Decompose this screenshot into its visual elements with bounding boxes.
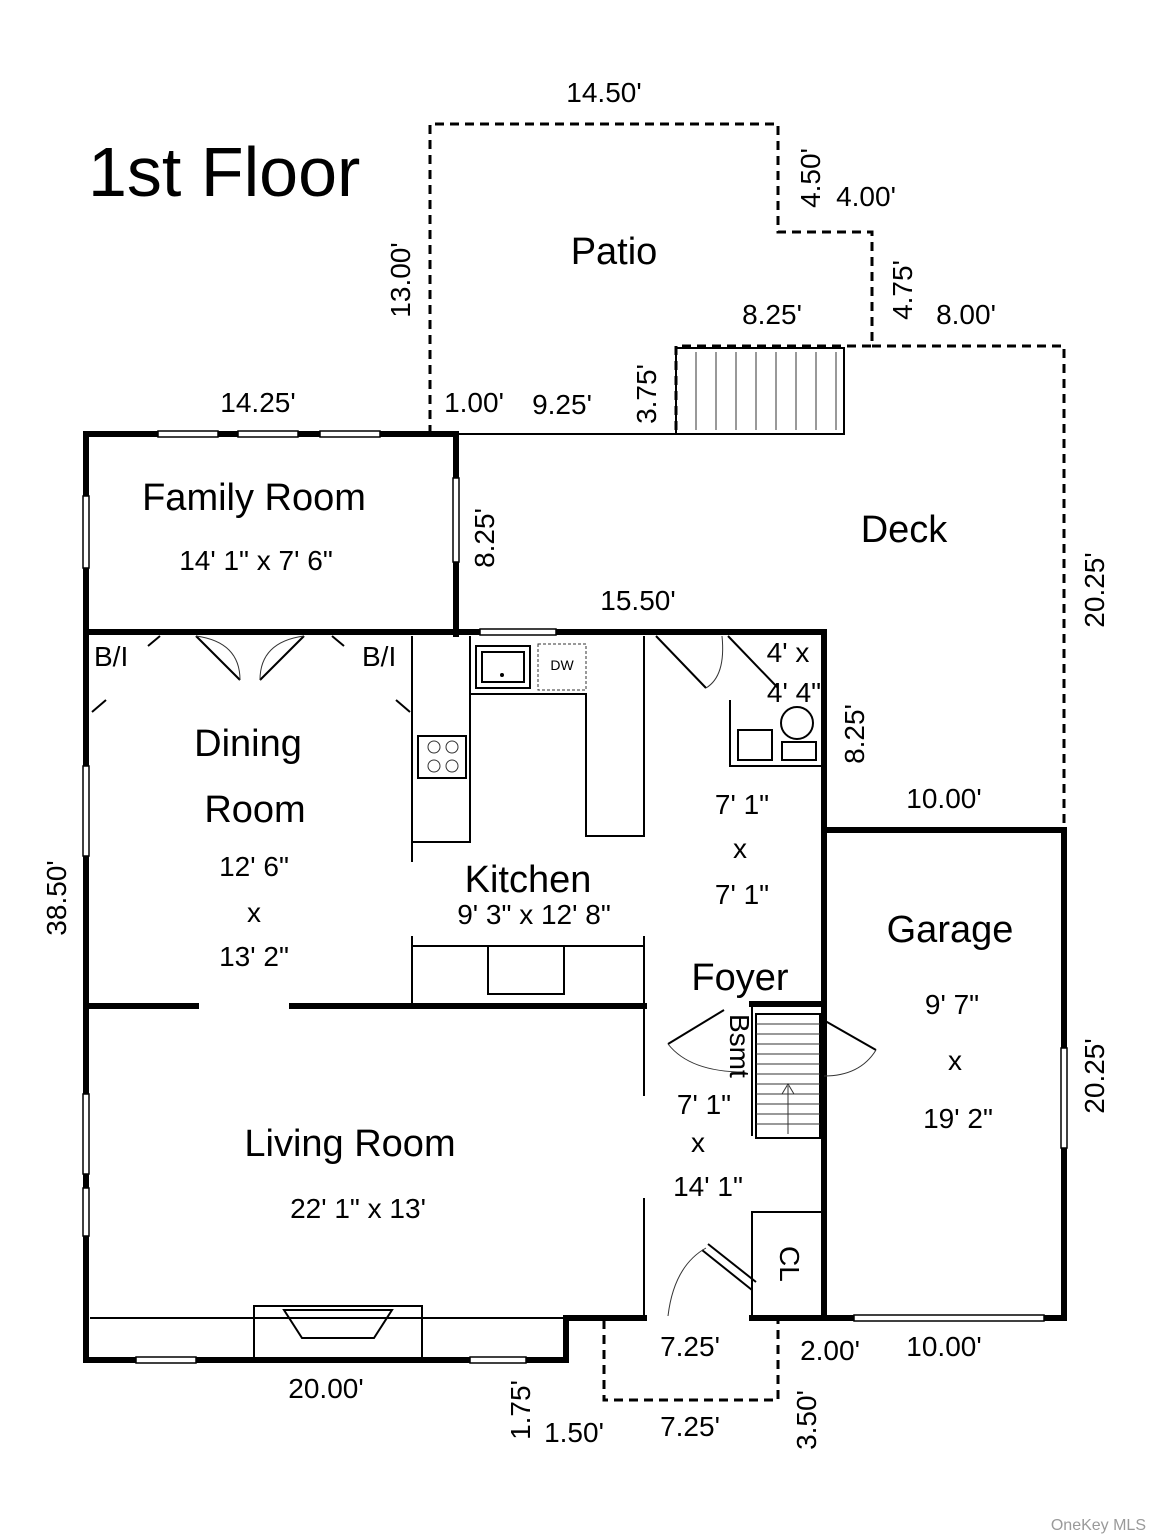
dim-patio-step-h: 4.00' xyxy=(836,181,896,212)
garage-size-2: 19' 2" xyxy=(923,1103,993,1134)
dim-bump-h: 1.50' xyxy=(544,1417,604,1448)
dim-patio-bottom-right: 8.25' xyxy=(742,299,802,330)
floor-title: 1st Floor xyxy=(88,133,360,211)
kitchen-size: 9' 3" x 12' 8" xyxy=(457,899,611,930)
interior-stairs xyxy=(755,1013,821,1139)
hall-size-1: 7' 1" xyxy=(715,789,769,820)
kitchen-label: Kitchen xyxy=(465,859,592,901)
dim-bump-v: 1.75' xyxy=(505,1380,536,1440)
powder-fixtures xyxy=(737,706,817,761)
dining-room-size-x: x xyxy=(247,897,261,928)
hall-size-x: x xyxy=(733,833,747,864)
dining-room-label-1: Dining xyxy=(194,723,302,765)
dim-garage-bottom: 10.00' xyxy=(906,1331,981,1362)
deck-stairs xyxy=(675,347,845,435)
garage-label: Garage xyxy=(887,909,1014,951)
dim-garage-right: 20.25' xyxy=(1079,1038,1110,1113)
porch-outline xyxy=(602,1320,780,1402)
garage-size-x: x xyxy=(948,1045,962,1076)
dim-porch-top: 7.25' xyxy=(660,1331,720,1362)
dim-porch-right: 3.50' xyxy=(791,1390,822,1450)
dim-house-left: 38.50' xyxy=(41,860,72,935)
dim-patio-bottom-2: 9.25' xyxy=(532,389,592,420)
watermark: OneKey MLS xyxy=(1051,1517,1146,1534)
dim-family-right: 8.25' xyxy=(469,508,500,568)
dishwasher-label: DW xyxy=(550,657,574,673)
closet-label: CL xyxy=(774,1246,805,1282)
powder-size-2: 4' 4" xyxy=(767,677,821,708)
dining-room-label-2: Room xyxy=(204,789,305,831)
dim-patio-left: 13.00' xyxy=(385,242,416,317)
family-room-size: 14' 1" x 7' 6" xyxy=(179,545,333,576)
windows xyxy=(82,430,1068,1364)
foyer-size-1: 7' 1" xyxy=(677,1089,731,1120)
dim-garage-offset: 2.00' xyxy=(800,1335,860,1366)
dining-room-size-1: 12' 6" xyxy=(219,851,289,882)
dim-patio-step-down: 3.75' xyxy=(631,364,662,424)
dim-deck-top-right: 8.00' xyxy=(936,299,996,330)
garage-size-1: 9' 7" xyxy=(925,989,979,1020)
kitchen-counters xyxy=(412,636,645,995)
dim-patio-right-v: 4.75' xyxy=(887,260,918,320)
patio-outline xyxy=(428,122,874,434)
foyer-size-x: x xyxy=(691,1127,705,1158)
patio-label: Patio xyxy=(571,231,658,273)
living-room-size: 22' 1" x 13' xyxy=(290,1193,426,1224)
deck-label: Deck xyxy=(861,509,949,551)
dim-patio-top: 14.50' xyxy=(566,77,641,108)
hall-size-2: 7' 1" xyxy=(715,879,769,910)
foyer-size-2: 14' 1" xyxy=(673,1171,743,1202)
dim-porch-bottom: 7.25' xyxy=(660,1411,720,1442)
builtin-left-label: B/I xyxy=(94,641,128,672)
dim-patio-step-v: 4.50' xyxy=(795,148,826,208)
dim-family-top: 14.25' xyxy=(220,387,295,418)
dim-kitchen-top: 15.50' xyxy=(600,585,675,616)
basement-label: Bsmt xyxy=(724,1014,755,1078)
powder-size-1: 4' x xyxy=(767,637,810,668)
family-room-label: Family Room xyxy=(142,477,366,519)
dim-deck-bottom: 10.00' xyxy=(906,783,981,814)
builtin-right-label: B/I xyxy=(362,641,396,672)
doors xyxy=(91,635,877,1317)
dim-deck-right: 20.25' xyxy=(1079,552,1110,627)
deck-outline xyxy=(872,344,1066,828)
dining-room-size-2: 13' 2" xyxy=(219,941,289,972)
dim-house-bottom: 20.00' xyxy=(288,1373,363,1404)
fireplace xyxy=(253,1305,423,1361)
dim-patio-bottom-1: 1.00' xyxy=(444,387,504,418)
foyer-label: Foyer xyxy=(691,957,788,999)
dim-powder-right: 8.25' xyxy=(839,704,870,764)
living-room-label: Living Room xyxy=(244,1123,455,1165)
